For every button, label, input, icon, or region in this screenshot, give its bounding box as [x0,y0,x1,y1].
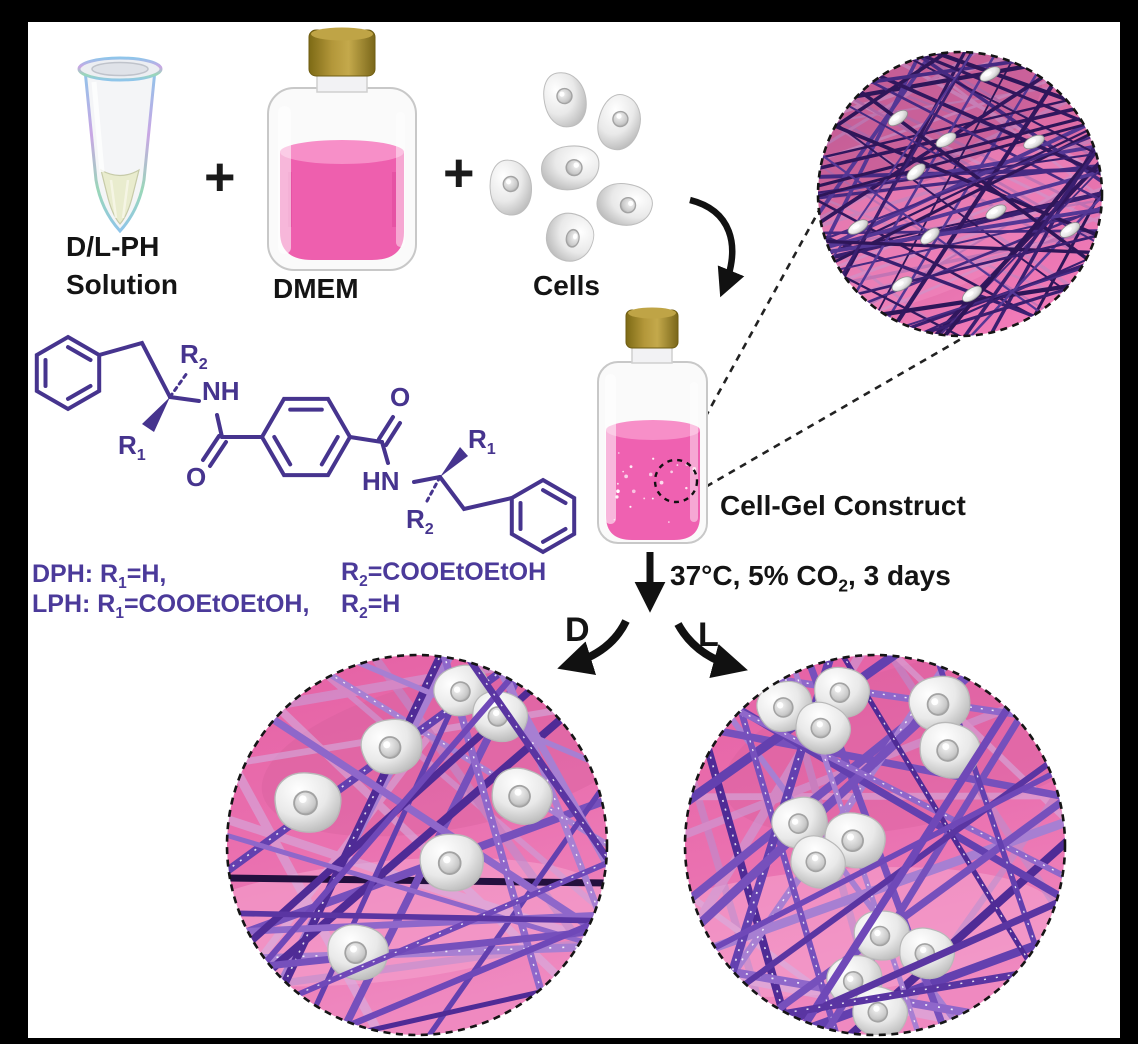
dph-definition-r2: R2=COOEtOEtOH [341,558,547,590]
chem-label-nh: NH [202,376,240,406]
incubation-conditions: 37°C, 5% CO2, 3 days [670,560,951,596]
lph-definition-r1: LPH: R1=COOEtOEtOH, [32,590,310,622]
cellgel-bottle-illustration [597,307,708,544]
magnifier-line-upper [678,197,828,464]
tube-illustration [77,56,163,234]
chem-label-r1-left: R1 [118,430,146,465]
gel-sparkles [613,452,697,523]
chem-label-o-right: O [390,382,411,412]
cells-cluster-illustration [486,66,655,266]
cellgel-liquid [606,430,700,540]
scheme-artwork [34,27,1104,1037]
scheme-canvas: D/L-PH Solution + DMEM + Cells Cell-Gel … [28,22,1120,1038]
magnifier-line-lower [694,337,962,495]
dph-definition-r1: DPH: R1=H, [32,560,167,592]
plus-sign-1: + [204,147,236,207]
transfer-arrow [689,196,745,298]
branch-l-arrow [674,621,748,679]
chem-label-r1-right: R1 [468,424,496,459]
branch-d-arrow [557,619,630,676]
tube-label-line2: Solution [66,269,178,300]
chem-label-o-left: O [186,462,207,492]
dmem-label: DMEM [273,273,359,304]
chemical-structure [34,334,577,555]
chem-label-r2-left: R2 [180,339,208,374]
product-label: Cell-Gel Construct [720,490,966,521]
branch-d-label: D [565,611,590,649]
lph-gel-circle [683,653,1067,1037]
dph-gel-circle [225,653,609,1037]
chem-label-r2-right: R2 [406,504,434,539]
dmem-bottle-illustration [267,27,417,271]
magnifier-dashed-circle [653,458,699,504]
gel-network-zoom-circle [816,50,1104,338]
chem-label-hn: HN [362,466,400,496]
lph-definition-r2: R2=H [341,590,401,622]
plus-sign-2: + [443,143,475,203]
cells-label: Cells [533,270,600,301]
tube-label-line1: D/L-PH [66,231,160,262]
dmem-liquid [280,152,404,260]
branch-l-label: L [698,616,719,654]
tube-label: D/L-PH Solution [66,228,178,304]
